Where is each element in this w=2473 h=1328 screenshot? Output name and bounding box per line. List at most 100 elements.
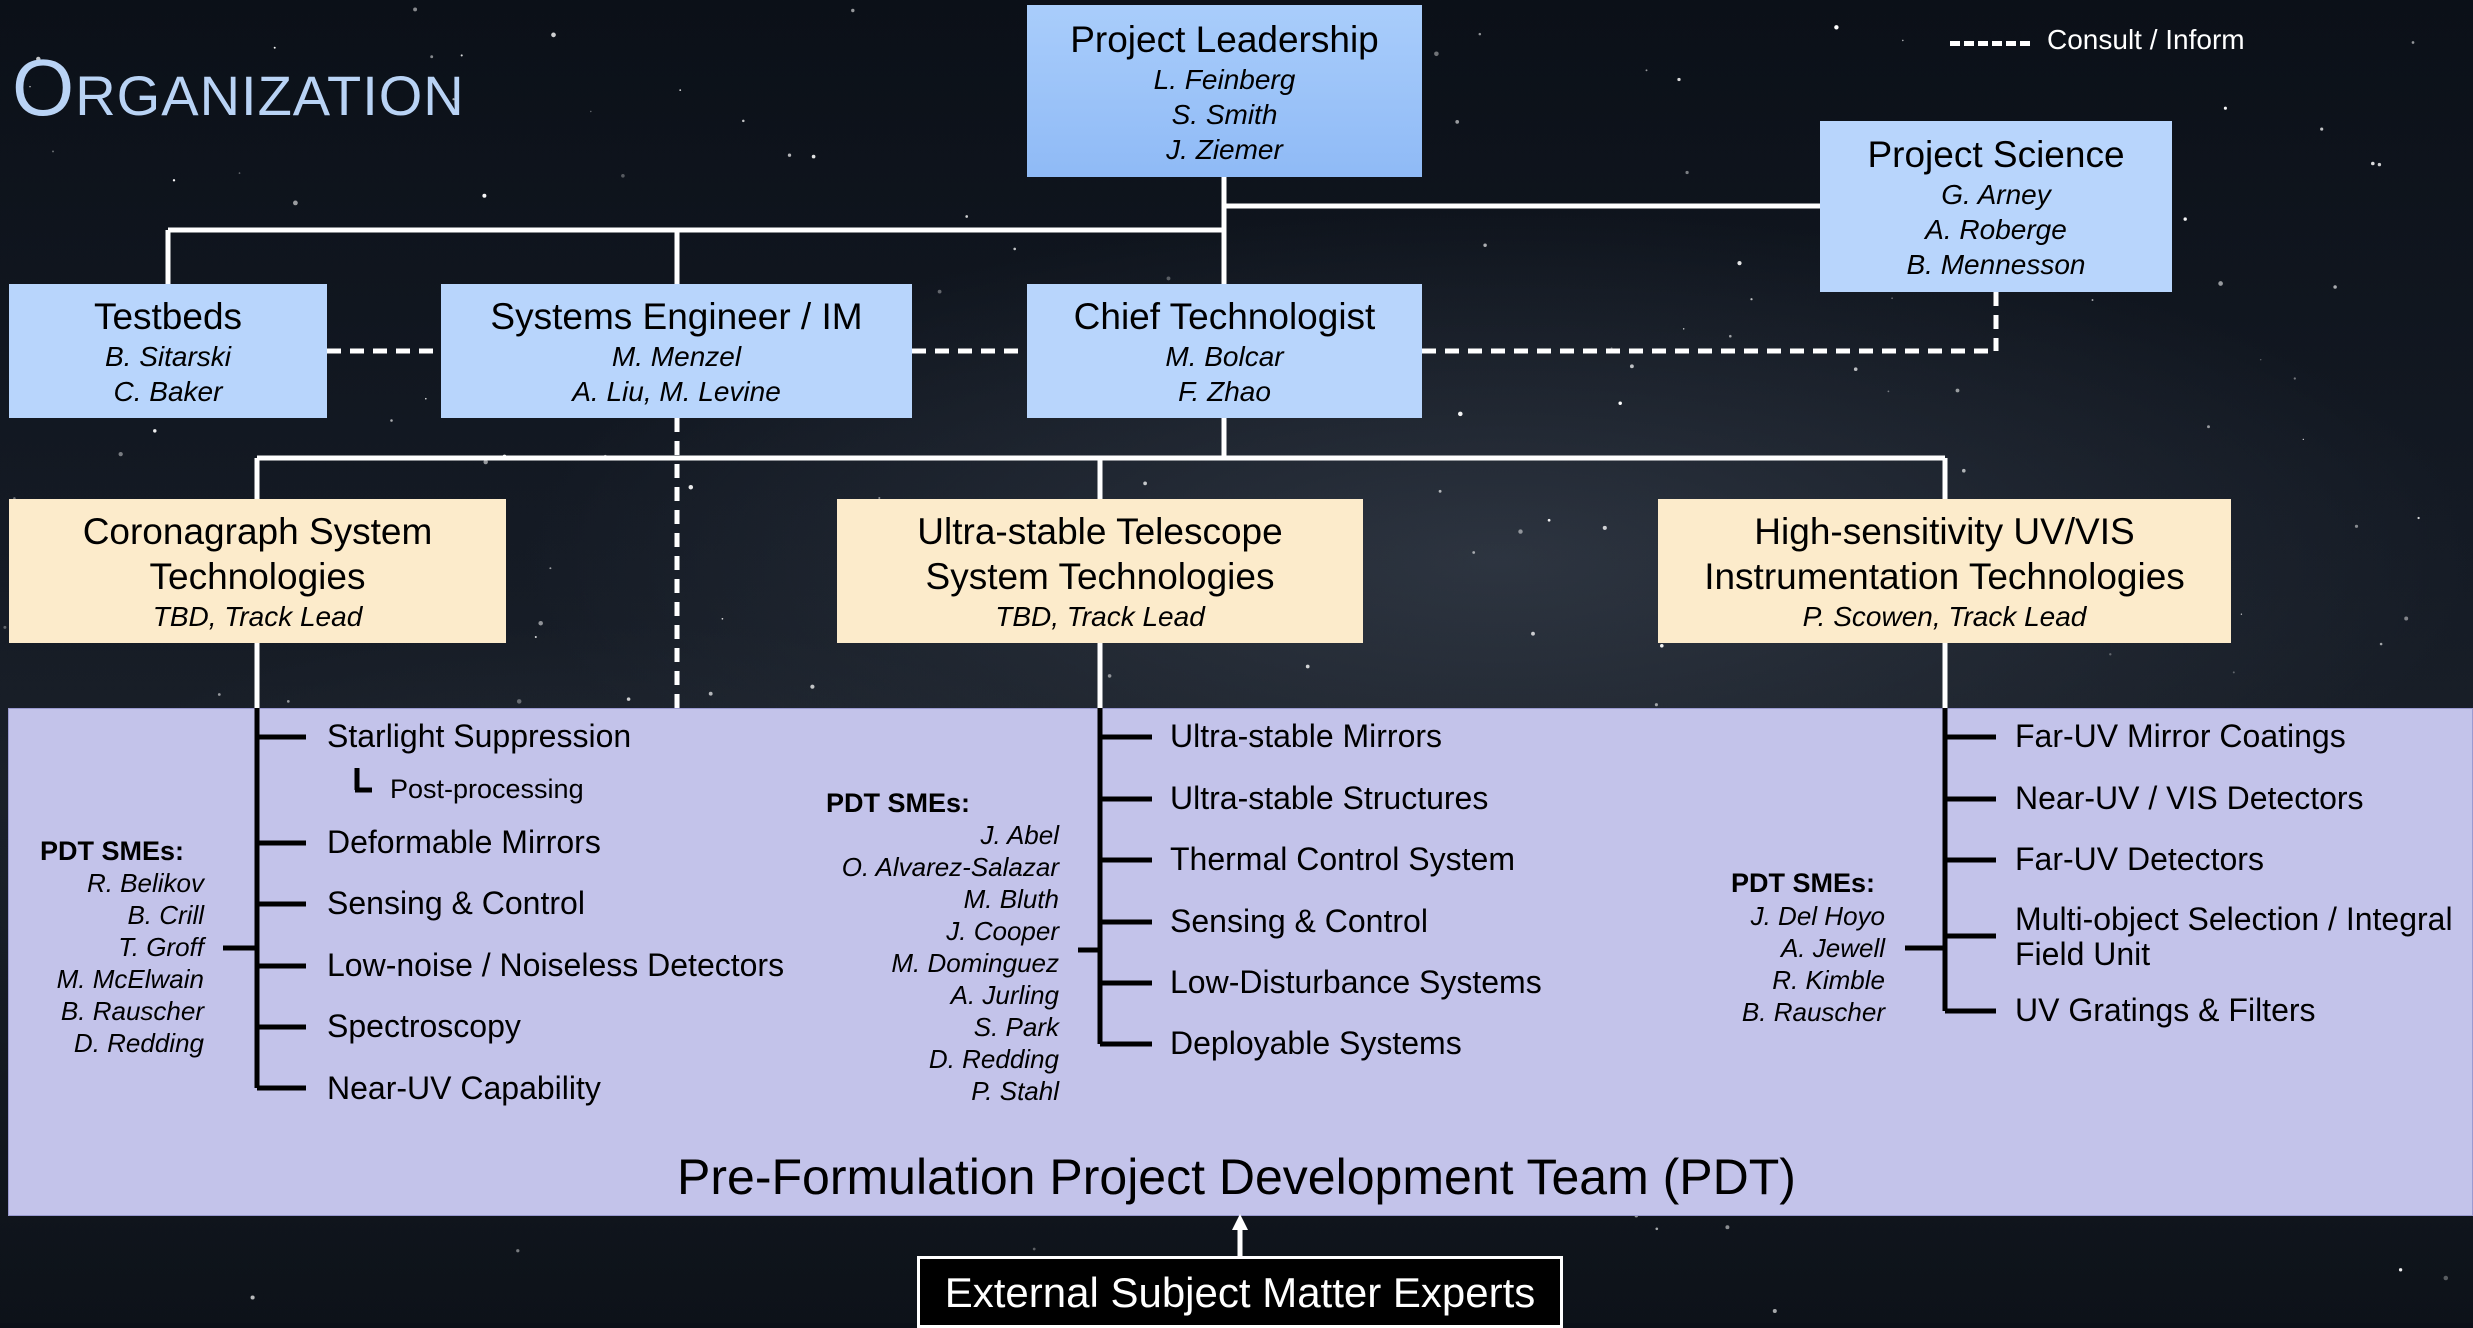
coronagraph-track-box[interactable]: Coronagraph System Technologies TBD, Tra… <box>9 499 506 643</box>
star <box>2320 127 2324 131</box>
sme-name: M. Dominguez <box>891 948 1059 978</box>
sme-name: T. Groff <box>118 932 204 962</box>
star <box>621 174 625 178</box>
star <box>787 153 792 157</box>
star <box>1458 411 1463 417</box>
star <box>1455 120 1460 124</box>
uvvis-item: Field Unit <box>2015 936 2151 972</box>
star <box>708 691 713 696</box>
star <box>603 454 607 458</box>
sme-heading: PDT SMEs: <box>826 788 971 818</box>
track-lead: TBD, Track Lead <box>152 601 363 632</box>
sme-name: B. Rauscher <box>1741 997 1885 1027</box>
pdt-panel <box>8 708 2473 1216</box>
star <box>811 154 816 159</box>
box-title: Testbeds <box>93 296 243 337</box>
star <box>430 55 434 59</box>
external-sme-box[interactable]: External Subject Matter Experts <box>917 1256 1563 1328</box>
coronagraph-item: Sensing & Control <box>327 885 585 921</box>
star <box>425 397 427 400</box>
star <box>483 459 488 465</box>
star <box>293 200 298 206</box>
star <box>1166 276 1171 281</box>
star <box>965 215 969 218</box>
sme-name: P. Stahl <box>971 1076 1059 1106</box>
coronagraph-item: Deformable Mirrors <box>327 824 601 860</box>
consult-legend-label: Consult / Inform <box>2047 24 2245 55</box>
star <box>2240 613 2243 615</box>
sme-heading: PDT SMEs: <box>40 836 185 866</box>
star <box>2377 162 2382 167</box>
star <box>250 1295 255 1300</box>
star <box>1531 631 1535 636</box>
sme-name: J. Abel <box>980 820 1059 850</box>
star <box>1853 367 1858 371</box>
coronagraph-sme-list: R. Belikov B. Crill T. Groff M. McElwain… <box>20 867 204 1059</box>
star <box>516 1249 520 1253</box>
star <box>2404 616 2409 621</box>
page-title: Organization <box>12 43 465 132</box>
sme-name: R. Kimble <box>1772 965 1885 995</box>
star <box>2293 377 2296 380</box>
pdt-title: Pre-Formulation Project Development Team… <box>677 1149 1796 1205</box>
star <box>153 429 157 433</box>
coronagraph-subitem: Post-processing <box>390 774 584 804</box>
star <box>551 32 556 38</box>
uvvis-item: Far-UV Mirror Coatings <box>2015 718 2346 754</box>
star <box>1434 51 1439 57</box>
track-title-line: Ultra-stable Telescope <box>917 511 1283 552</box>
star <box>1629 364 1634 369</box>
star <box>1834 25 1839 30</box>
systems-engineer-box[interactable]: Systems Engineer / IM M. Menzel A. Liu, … <box>441 284 912 418</box>
star <box>1518 529 1523 534</box>
telescope-item: Thermal Control System <box>1170 841 1515 877</box>
coronagraph-item: Starlight Suppression <box>327 718 632 754</box>
person-name: G. Arney <box>1941 179 2051 210</box>
star <box>2443 1275 2449 1281</box>
telescope-track-box[interactable]: Ultra-stable Telescope System Technologi… <box>837 499 1363 643</box>
star <box>1143 481 1147 486</box>
sme-name: O. Alvarez-Salazar <box>841 852 1059 882</box>
star <box>549 567 552 570</box>
star <box>2379 642 2383 646</box>
star <box>2398 1268 2403 1272</box>
box-title: Project Science <box>1867 134 2125 175</box>
sme-name: A. Jurling <box>950 980 1059 1010</box>
uvvis-item: Far-UV Detectors <box>2015 841 2264 877</box>
person-name: M. Menzel <box>611 341 742 372</box>
star <box>1438 489 1442 493</box>
sme-heading: PDT SMEs: <box>1731 868 1876 898</box>
star <box>1750 298 1753 301</box>
testbeds-box[interactable]: Testbeds B. Sitarski C. Baker <box>9 284 327 418</box>
star <box>534 635 537 639</box>
star <box>502 454 507 459</box>
star <box>452 98 455 101</box>
track-title-line: System Technologies <box>925 556 1275 597</box>
star <box>2417 516 2420 520</box>
project-leadership-box[interactable]: Project Leadership L. Feinberg S. Smith … <box>1027 5 1422 177</box>
star <box>1654 703 1658 707</box>
sme-name: J. Cooper <box>946 916 1059 946</box>
track-lead: P. Scowen, Track Lead <box>1802 601 2087 632</box>
star <box>937 289 942 294</box>
coronagraph-item: Low-noise / Noiseless Detectors <box>327 947 785 983</box>
chief-technologist-box[interactable]: Chief Technologist M. Bolcar F. Zhao <box>1027 284 1422 418</box>
track-lead: TBD, Track Lead <box>995 601 1205 632</box>
star <box>721 617 724 620</box>
star <box>36 56 41 62</box>
sme-name: M. Bluth <box>963 884 1059 914</box>
box-title: Systems Engineer / IM <box>490 296 863 337</box>
sme-name: R. Belikov <box>86 868 204 898</box>
star <box>482 193 487 198</box>
star <box>273 46 276 49</box>
project-science-box[interactable]: Project Science G. Arney A. Roberge B. M… <box>1820 121 2172 292</box>
uvvis-track-box[interactable]: High-sensitivity UV/VIS Instrumentation … <box>1658 499 2231 643</box>
star <box>2091 299 2094 301</box>
sme-name: J. Del Hoyo <box>1750 901 1885 931</box>
sme-name: B. Crill <box>127 900 204 930</box>
sme-name: S. Park <box>973 1012 1059 1042</box>
track-title-line: Technologies <box>149 556 366 597</box>
star <box>2218 281 2223 286</box>
star <box>1645 69 1648 72</box>
star <box>2109 653 2112 656</box>
